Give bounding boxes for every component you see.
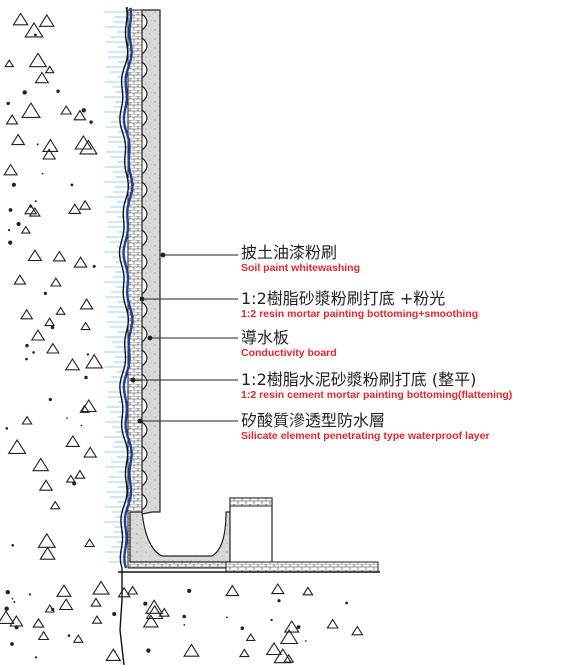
leader-lines	[130, 252, 238, 424]
callout-label-en: 1:2 resin mortar painting bottoming+smoo…	[241, 308, 479, 320]
callout-label-zh: 1:2樹脂水泥砂漿粉刷打底 (整平)	[241, 370, 477, 389]
callout-label-en: Soil paint whitewashing	[241, 262, 361, 274]
callout-label-zh: 矽酸質滲透型防水層	[241, 411, 386, 430]
curb-block	[225, 497, 379, 573]
concrete-aggregate	[0, 12, 364, 664]
callout-label-en: 1:2 resin cement mortar painting bottomi…	[241, 389, 513, 401]
callout-label-zh: 導水板	[241, 328, 290, 347]
waterproof-membrane-line	[122, 7, 134, 569]
callout-silicate-waterproof-layer: 矽酸質滲透型防水層 Silicate element penetrating t…	[241, 412, 490, 443]
callout-soil-paint: 披土油漆粉刷 Soil paint whitewashing	[241, 244, 360, 275]
callout-resin-cement-flattening: 1:2樹脂水泥砂漿粉刷打底 (整平) 1:2 resin cement mort…	[241, 371, 512, 402]
callout-label-zh: 披土油漆粉刷	[241, 243, 338, 262]
drainage-channel	[129, 511, 233, 563]
soil-boundary-line	[118, 7, 130, 665]
conductivity-board	[141, 9, 161, 515]
callout-resin-mortar-smoothing: 1:2樹脂砂漿粉刷打底 +粉光 1:2 resin mortar paintin…	[241, 290, 478, 321]
callout-label-en: Conductivity board	[241, 347, 337, 359]
callout-conductivity-board: 導水板 Conductivity board	[241, 329, 337, 360]
callout-label-zh: 1:2樹脂砂漿粉刷打底 +粉光	[241, 289, 446, 308]
callout-label-en: Silicate element penetrating type waterp…	[241, 430, 490, 442]
